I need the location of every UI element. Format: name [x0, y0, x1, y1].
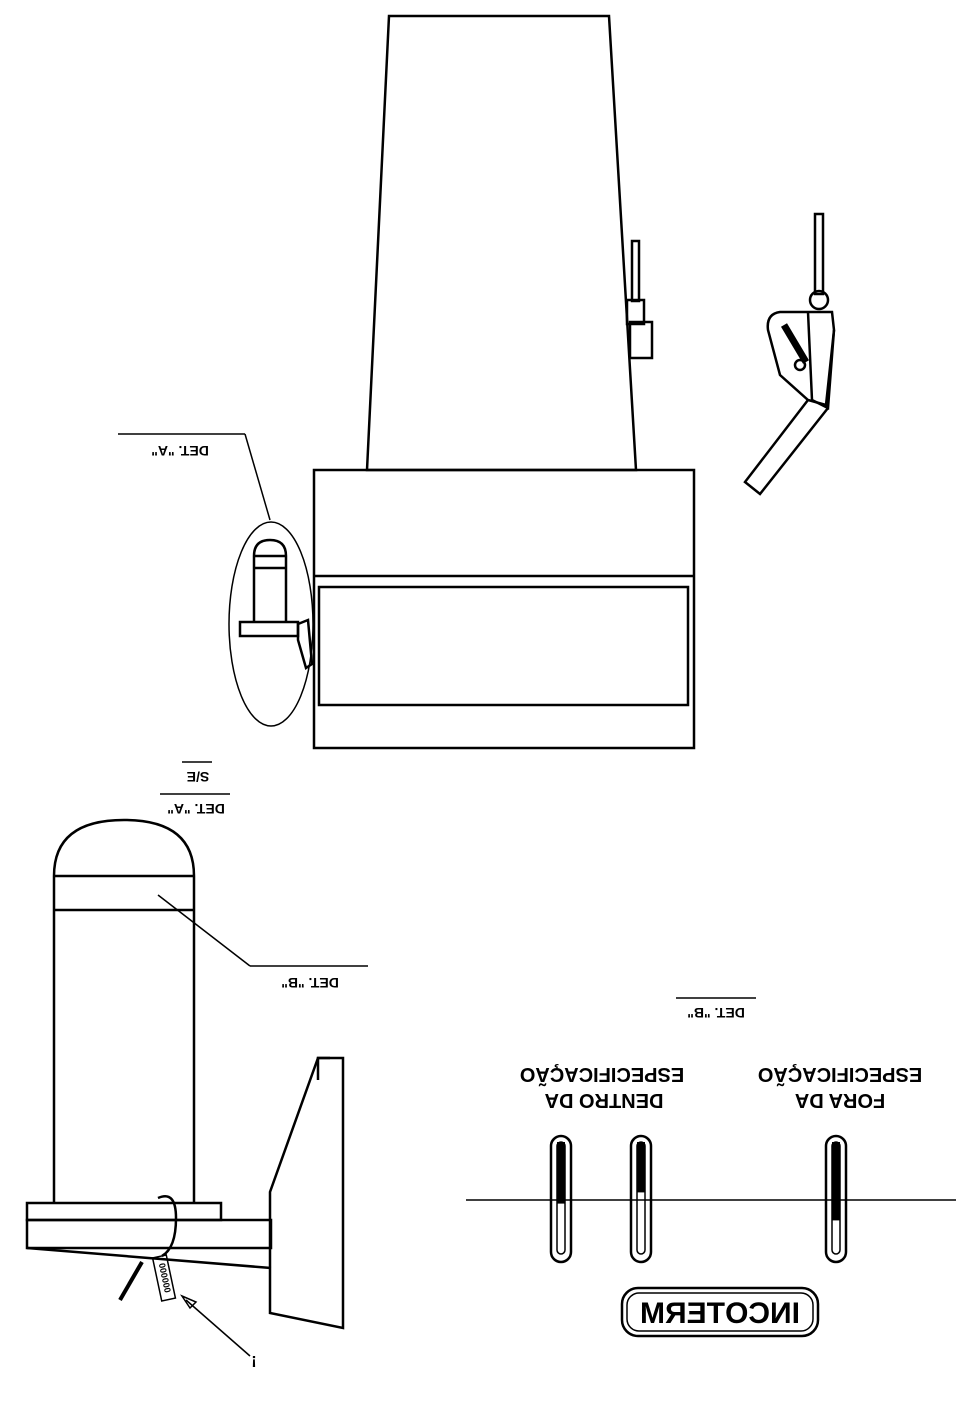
gauge-level-outside-1: [832, 1142, 840, 1221]
housing-base-plate: [25, 1201, 223, 1222]
column-hose-fitting: [625, 239, 654, 360]
dispenser-column: [365, 14, 638, 472]
detail-b-leader: [157, 894, 251, 967]
hose-coupling-lower: [628, 320, 654, 360]
nozzle-spout: [743, 399, 829, 496]
det-a-scale-label: S/E: [187, 769, 210, 785]
det-a-title-label: DET. "A": [167, 801, 225, 817]
det-a-callout-label: DET. "A": [151, 443, 209, 459]
gauge-level-inside-1: [557, 1142, 565, 1204]
gauges: [549, 1134, 848, 1264]
wire-seal-loop: [157, 1195, 178, 1258]
hose-rod: [630, 239, 641, 303]
housing-base-lower: [25, 1218, 273, 1250]
nozzle-swivel: [808, 289, 830, 311]
incoterm-logo: INCOTERM: [620, 1286, 820, 1338]
outside-spec-line1: FORA DA: [795, 1089, 885, 1111]
seal-pointer-arrow: [185, 1299, 251, 1357]
inside-spec-line2: ESPECIFICAÇÃO: [520, 1063, 684, 1086]
gauge-tube-inside-1: [549, 1134, 573, 1264]
small-holder-shelf: [238, 620, 300, 638]
dispenser-base: [312, 468, 696, 750]
gauge-tube-outside-1: [824, 1134, 848, 1264]
outside-spec-line2: ESPECIFICAÇÃO: [758, 1063, 922, 1086]
nozzle-pivot: [793, 358, 807, 372]
detail-a-circle: [228, 521, 314, 727]
hose-coupling: [625, 298, 646, 326]
mounting-bracket: [268, 1056, 345, 1330]
bracket-tab: [316, 1056, 330, 1080]
gauge-level-inside-2: [637, 1142, 645, 1193]
inside-spec-line1: DENTRO DA: [545, 1089, 664, 1111]
det-b-title-label: DET. "B": [687, 1005, 745, 1021]
fuel-nozzle: [743, 212, 836, 496]
det-b-callout-label: DET. "B": [281, 975, 339, 991]
nozzle-rod: [813, 212, 825, 296]
fuel-dispenser: [312, 14, 696, 750]
detail-a-large: 000000 !: [25, 818, 345, 1369]
seal-tag: [151, 1254, 177, 1302]
nozzle-body: [806, 311, 836, 410]
brand-text: INCOTERM: [640, 1297, 800, 1330]
seal-pointer-mark: !: [251, 1352, 256, 1369]
nozzle-lever: [780, 323, 810, 364]
small-thermometer-body: [252, 538, 288, 622]
thermometer-housing: [52, 818, 196, 1203]
dispenser-panel: [317, 585, 690, 707]
gauge-tube-inside-2: [629, 1134, 653, 1264]
thermometer-holder-small: [118, 433, 314, 727]
wire-seal-tail: [118, 1260, 144, 1302]
